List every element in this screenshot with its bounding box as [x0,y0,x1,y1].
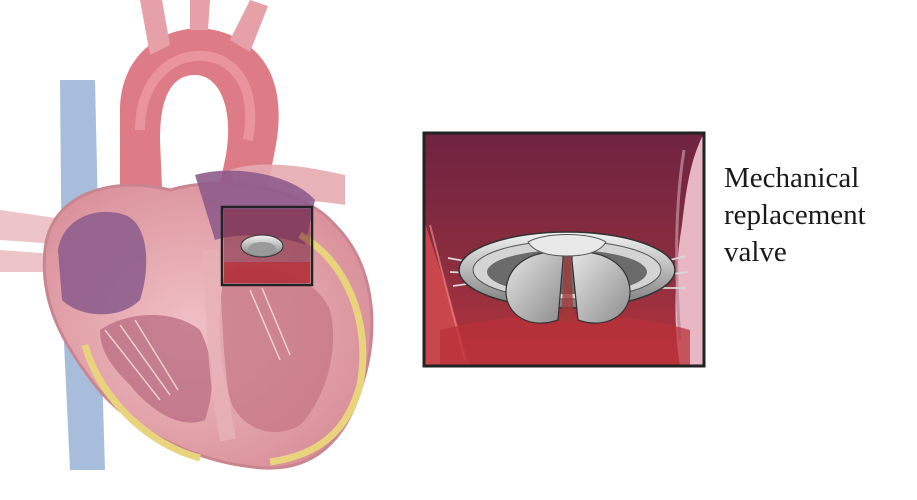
small-valve-inner [248,242,276,256]
caption-line-1: Mechanical [724,160,866,197]
valve-highlight-red [224,262,310,283]
valve-inset [424,133,704,366]
caption-line-2: replacement [724,197,866,234]
valve-caption: Mechanical replacement valve [724,160,866,271]
inset-floor [440,315,690,366]
right-atrium [58,212,146,314]
caption-line-3: valve [724,234,866,271]
heart-illustration [0,0,372,470]
vessel-gap [177,128,199,176]
